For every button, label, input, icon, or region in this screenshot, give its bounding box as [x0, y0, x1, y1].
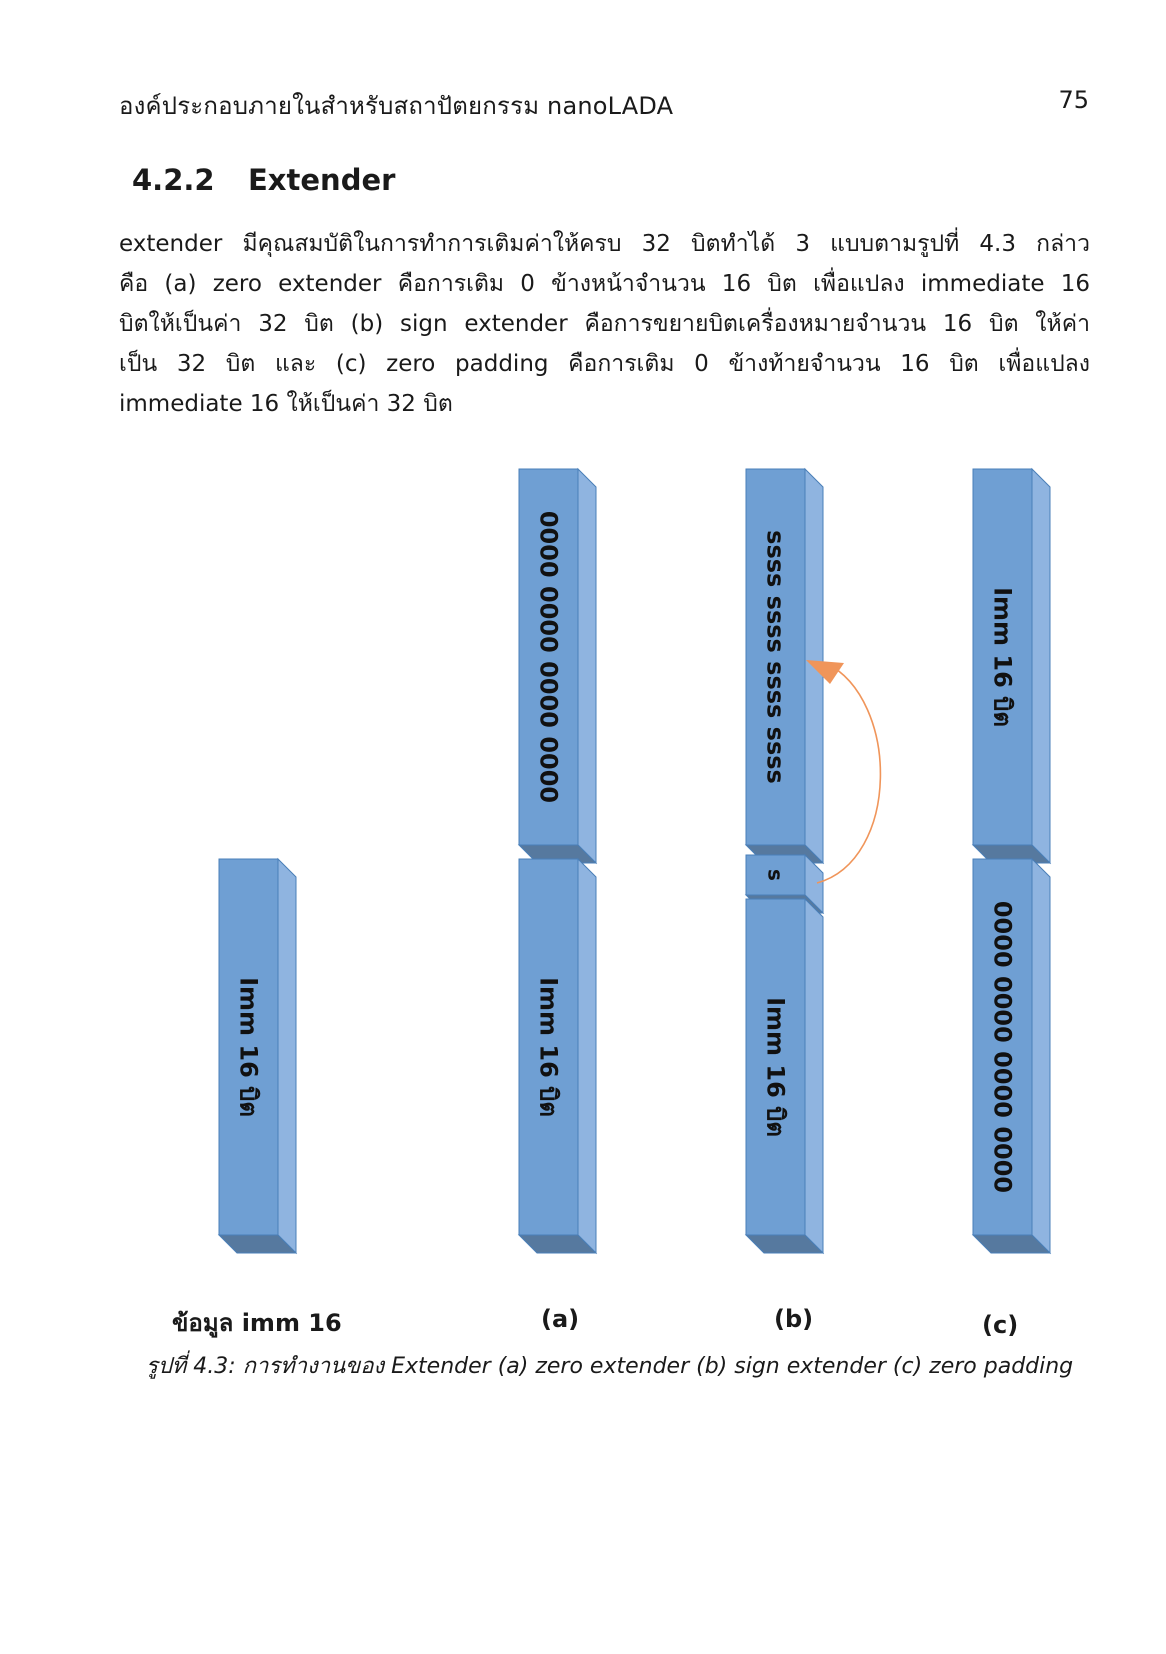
sign-extension-arrow — [816, 662, 882, 884]
block-b-imm-front — [745, 898, 806, 1236]
sign-extension-arrowhead — [806, 660, 844, 684]
block-b-sign-fill: ssss ssss ssss ssss — [744, 467, 825, 865]
block-b-sign-bit-label: s — [764, 869, 788, 881]
label-original-data: ข้อมูล imm 16 — [172, 1309, 342, 1337]
block-b-sign-fill-front — [745, 468, 806, 846]
block-b-imm-side — [804, 897, 824, 1255]
block-a-zeros-side — [577, 467, 597, 865]
section-heading: 4.2.2 Extender — [132, 163, 395, 197]
label-a: (a) — [541, 1305, 580, 1333]
block-c-imm-side — [1031, 467, 1051, 865]
block-b-imm-label: Imm 16 บิต — [762, 997, 790, 1137]
paragraph-line: immediate 16 ให้เป็นค่า 32 บิต — [119, 391, 453, 417]
block-c-zeros-front — [972, 858, 1033, 1236]
block-a-zeros-label: 0000 0000 0000 0000 — [535, 511, 563, 803]
paragraph-line: เป็น 32 บิต และ (c) zero padding คือการเ… — [119, 351, 1090, 377]
block-b-sign-bit-front — [745, 854, 806, 896]
paragraph-line: คือ (a) zero extender คือการเติม 0 ข้างห… — [119, 271, 1090, 297]
paragraph-line: บิตให้เป็นค่า 32 บิต (b) sign extender ค… — [119, 311, 1090, 337]
block-b-sign-fill-label: ssss ssss ssss ssss — [762, 530, 790, 784]
block-c-imm: Imm 16 บิต — [971, 467, 1052, 865]
label-c: (c) — [982, 1311, 1019, 1339]
block-a-imm-label: Imm 16 บิต — [535, 977, 563, 1117]
block-c-zeros-label: 0000 0000 0000 0000 — [989, 901, 1017, 1193]
section-number: 4.2.2 — [132, 163, 215, 197]
block-b-imm: Imm 16 บิต — [744, 897, 825, 1255]
block-c-imm-label: Imm 16 บิต — [989, 587, 1017, 727]
block-imm-original: Imm 16 บิต — [217, 857, 298, 1255]
block-imm-original-label: Imm 16 บิต — [235, 977, 263, 1117]
label-b: (b) — [774, 1305, 814, 1333]
block-a-imm-side — [577, 857, 597, 1255]
block-c-zeros: 0000 0000 0000 0000 — [971, 857, 1052, 1255]
block-a-imm-front — [518, 858, 579, 1236]
block-a-zeros-front — [518, 468, 579, 846]
running-header-title: องค์ประกอบภายในสำหรับสถาปัตยกรรม nanoLAD… — [119, 92, 674, 120]
body-paragraph: extender มีคุณสมบัติในการทำการเติมค่าให้… — [119, 224, 1090, 424]
block-imm-original-side — [277, 857, 297, 1255]
block-a-zeros: 0000 0000 0000 0000 — [517, 467, 598, 865]
paragraph-line: extender มีคุณสมบัติในการทำการเติมค่าให้… — [119, 231, 1090, 257]
section-title: Extender — [248, 163, 396, 197]
block-c-imm-front — [972, 468, 1033, 846]
block-a-imm: Imm 16 บิต — [517, 857, 598, 1255]
figure-caption: รูปที่ 4.3: การทำงานของ Extender (a) zer… — [146, 1354, 1074, 1379]
block-imm-original-front — [218, 858, 279, 1236]
block-c-zeros-side — [1031, 857, 1051, 1255]
page-number: 75 — [1058, 86, 1089, 114]
